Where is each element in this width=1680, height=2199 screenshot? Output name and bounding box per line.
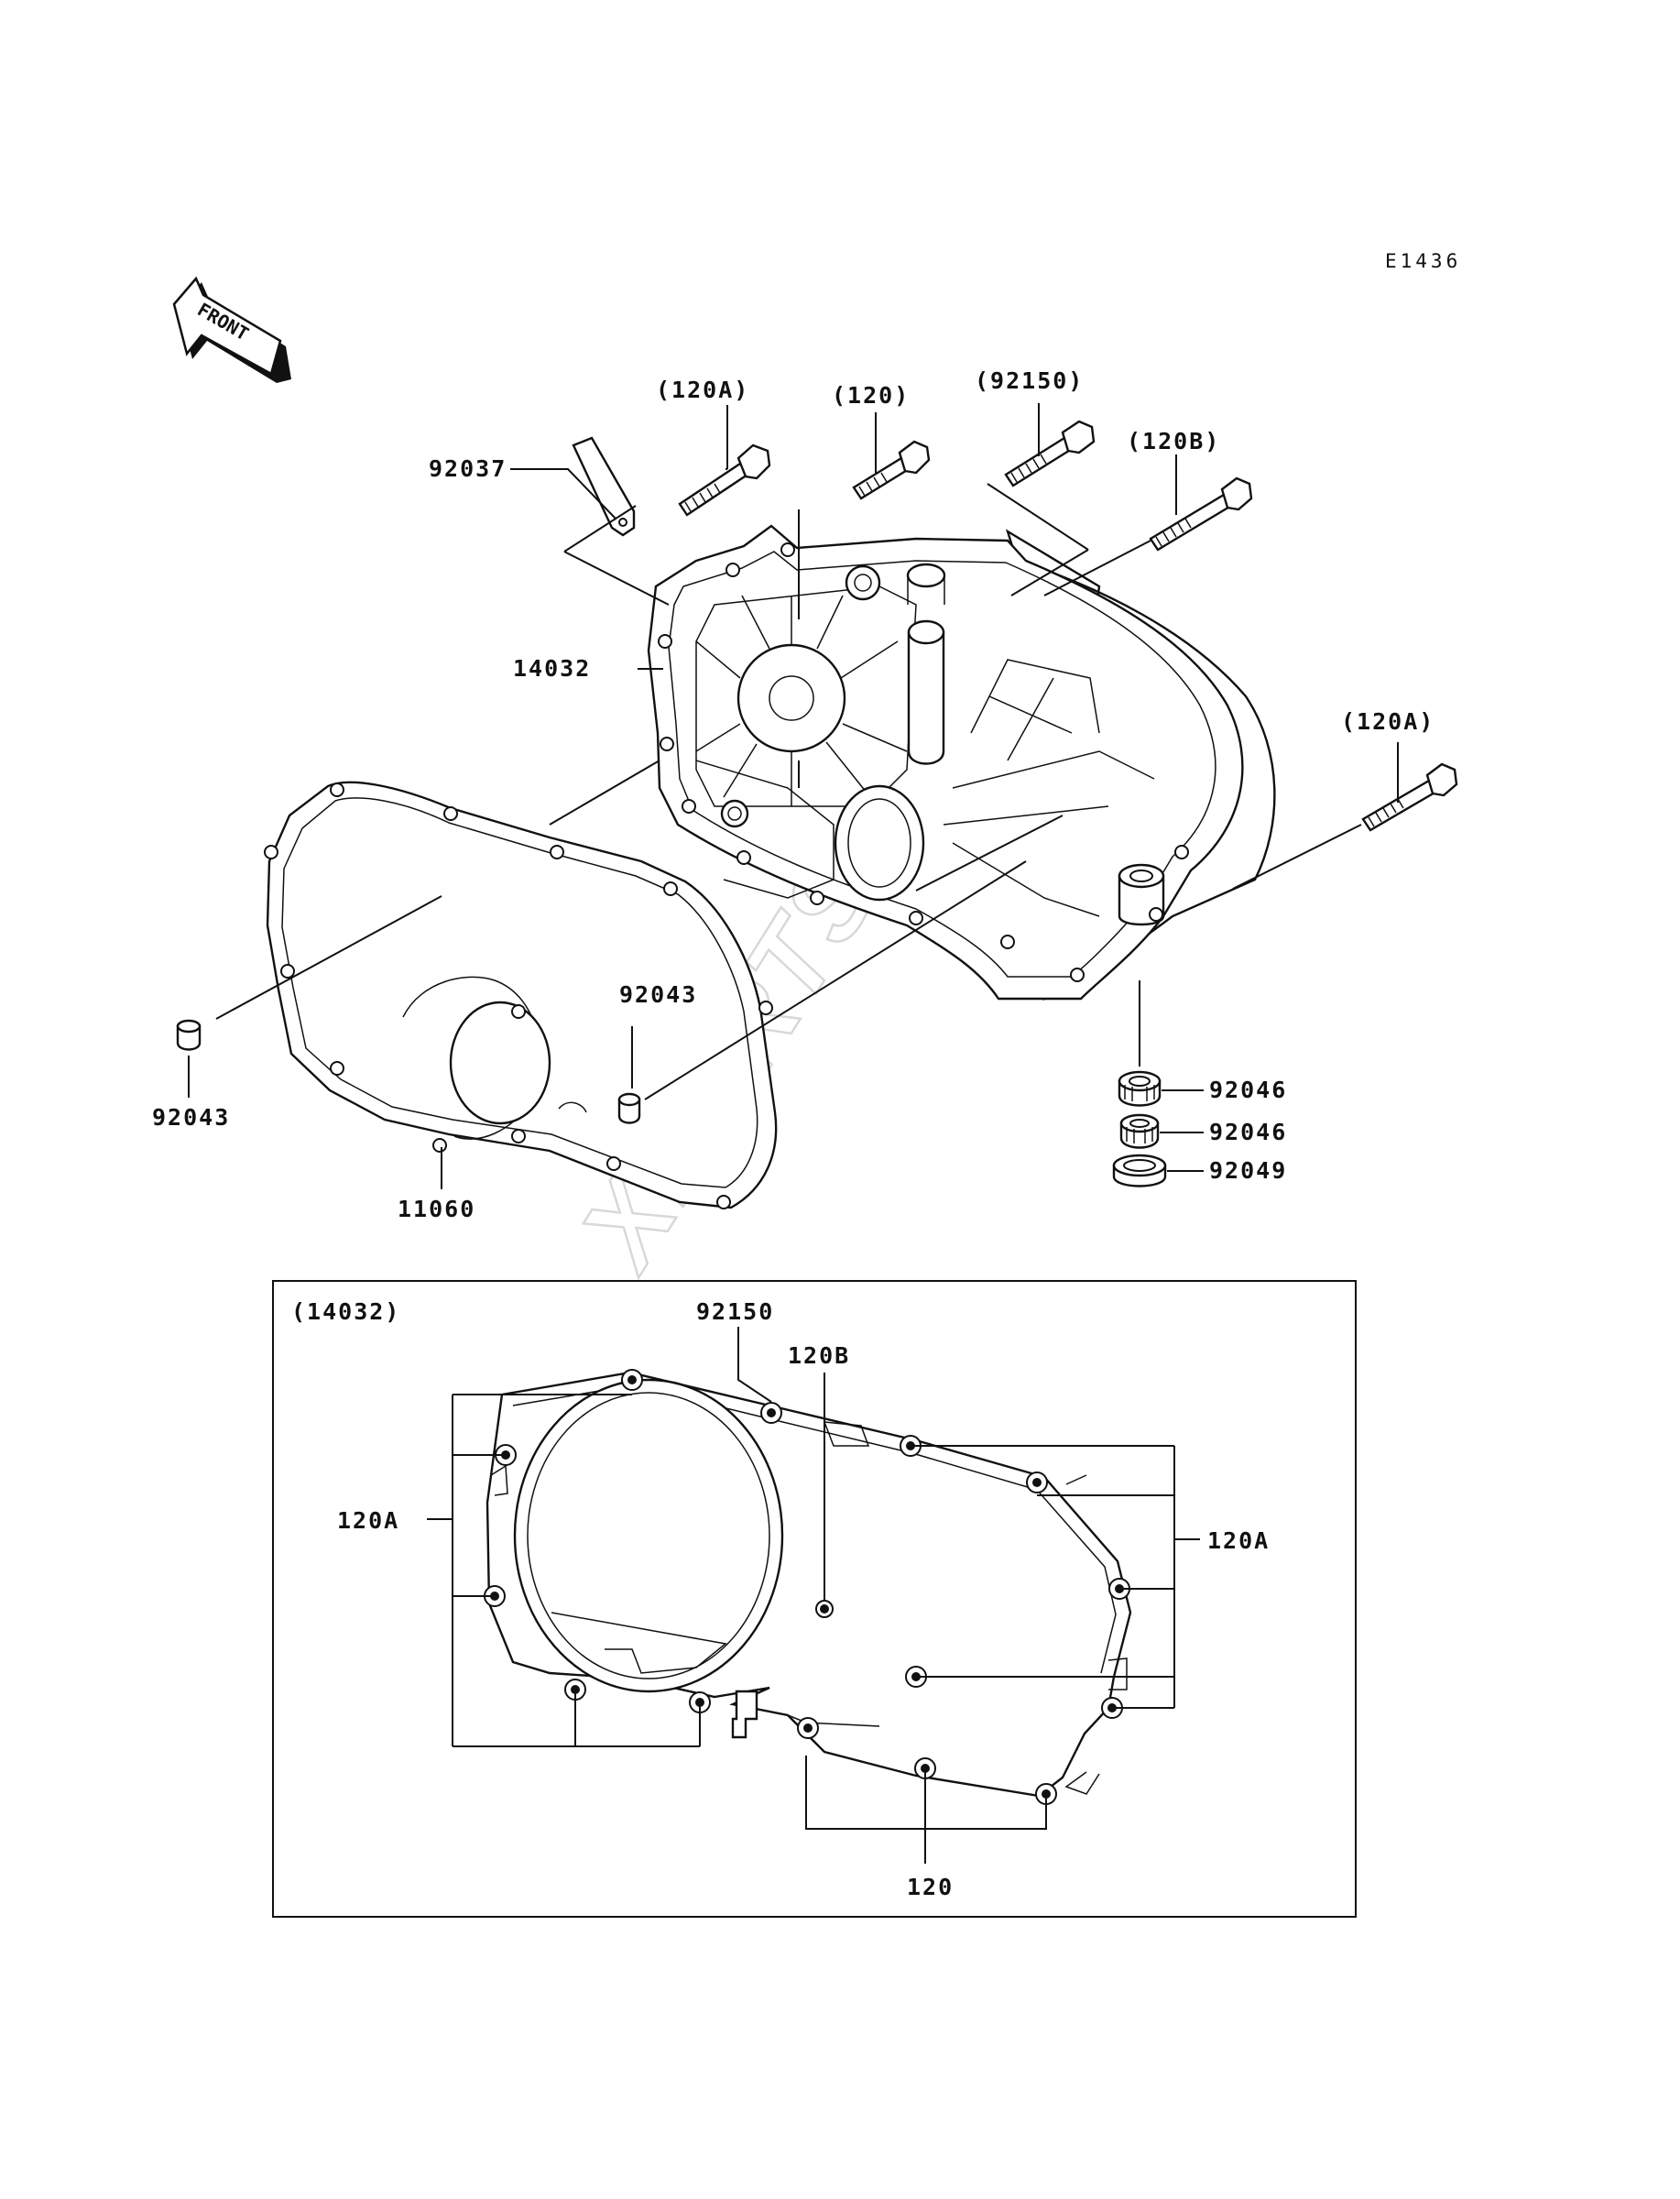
bolt-120-top: [852, 440, 931, 500]
bolt-120B-top: [1149, 476, 1253, 552]
label-92049: 92049: [1209, 1157, 1287, 1184]
leader-lines: [188, 403, 1399, 1189]
label-120A-right: (120A): [1341, 708, 1435, 735]
inset-label-120B: 120B: [788, 1342, 850, 1369]
dowel-pin-92043-left: [176, 1019, 202, 1051]
label-14032: 14032: [513, 655, 591, 682]
label-120B-top: (120B): [1127, 428, 1220, 454]
label-92046-upper: 92046: [1209, 1077, 1287, 1103]
bolt-92150-top: [1004, 420, 1096, 487]
inset-leader-lines: [427, 1327, 1200, 1864]
gasket-11060: [264, 781, 778, 1209]
dowel-pin-92043-mid: [617, 1092, 641, 1124]
label-120-top: (120): [832, 382, 910, 409]
inset-label-120: 120: [907, 1874, 954, 1900]
bolt-120A-right: [1361, 762, 1458, 832]
bearing-92046-lower: [1119, 1113, 1160, 1149]
label-92043-mid: 92043: [619, 981, 697, 1008]
clamp-92037: [572, 436, 636, 537]
front-arrow-icon: FRONT: [172, 276, 291, 383]
label-120A-top: (120A): [656, 377, 749, 403]
crankcase-cover-14032: [647, 524, 1276, 1001]
label-92043-left: 92043: [152, 1104, 230, 1131]
inset-label-120A-right: 120A: [1207, 1527, 1270, 1554]
bolt-120A-top: [678, 443, 771, 517]
inset-box: (14032): [272, 1280, 1357, 1918]
inset-title: (14032): [291, 1298, 400, 1325]
label-92150-top: (92150): [975, 367, 1084, 394]
label-11060: 11060: [398, 1196, 475, 1222]
oil-seal-92049: [1112, 1154, 1167, 1187]
inset-label-92150: 92150: [696, 1298, 774, 1325]
label-92046-lower: 92046: [1209, 1119, 1287, 1145]
bearing-92046-upper: [1118, 1070, 1162, 1107]
inset-label-120A-left: 120A: [337, 1507, 399, 1534]
label-92037: 92037: [429, 455, 507, 482]
diagram-code: E1436: [1385, 250, 1461, 272]
